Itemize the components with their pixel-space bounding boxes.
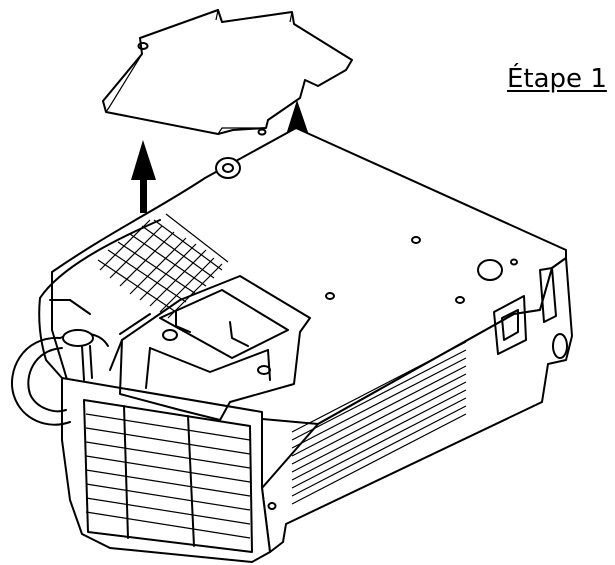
front-grille (83, 399, 253, 553)
rear-io-panel (493, 267, 568, 359)
screw-holes (215, 128, 518, 510)
lift-arrow-left (131, 140, 156, 213)
top-vent-grille (97, 213, 229, 319)
step-label: Étape 1 (507, 64, 607, 94)
lamp-compartment (109, 275, 311, 421)
side-vent (291, 341, 467, 505)
lamp-cover (102, 9, 353, 135)
projector-body (11, 127, 573, 563)
focus-knob (62, 329, 94, 381)
